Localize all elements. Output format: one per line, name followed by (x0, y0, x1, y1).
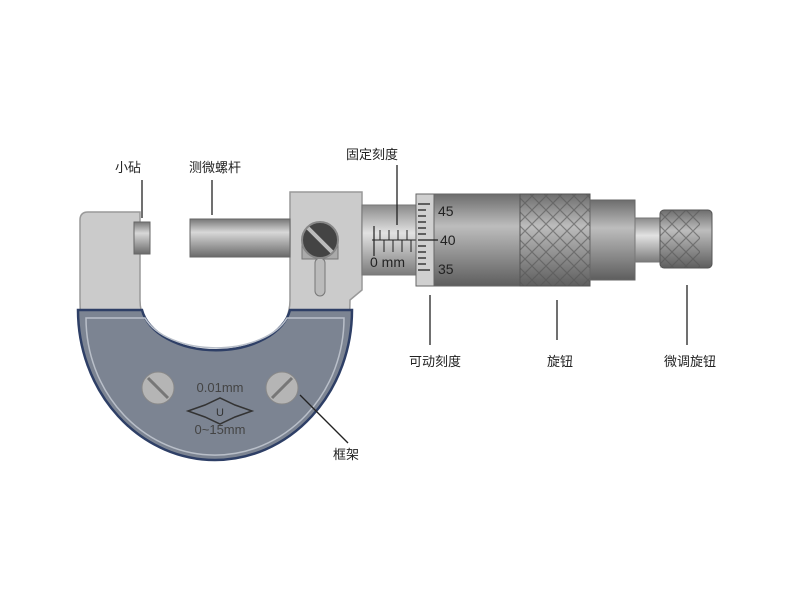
spindle (189, 218, 291, 258)
thimble-scale-45: 45 (438, 203, 454, 219)
label-frame: 框架 (333, 448, 359, 463)
frame-resolution-text: 0.01mm (197, 380, 244, 395)
sleeve-fixed-scale: 0 mm (361, 204, 421, 276)
lock-screw-icon (301, 221, 339, 297)
frame: 0.01mm U 0~15mm (76, 191, 363, 462)
brand-logo-icon: U (185, 397, 255, 425)
frame-screw-left-icon (141, 371, 175, 405)
frame-screw-right-icon (265, 371, 299, 405)
knob (519, 193, 661, 287)
sleeve-unit-label: 0 mm (370, 254, 405, 270)
label-fixed-scale: 固定刻度 (346, 147, 398, 163)
anvil (133, 221, 151, 255)
fine-adjust-knob (659, 209, 713, 269)
thimble-movable-scale: 45 40 35 (415, 193, 523, 287)
thimble-scale-40: 40 (440, 232, 456, 248)
label-anvil: 小砧 (115, 161, 141, 176)
label-spindle: 测微螺杆 (189, 161, 241, 176)
frame-range-text: 0~15mm (195, 422, 246, 437)
label-movable-scale: 可动刻度 (409, 354, 461, 370)
svg-text:U: U (216, 407, 224, 419)
leader-lines (141, 165, 688, 444)
label-knob: 旋钮 (547, 355, 573, 370)
label-fine-knob: 微调旋钮 (664, 355, 716, 370)
thimble-scale-35: 35 (438, 261, 454, 277)
